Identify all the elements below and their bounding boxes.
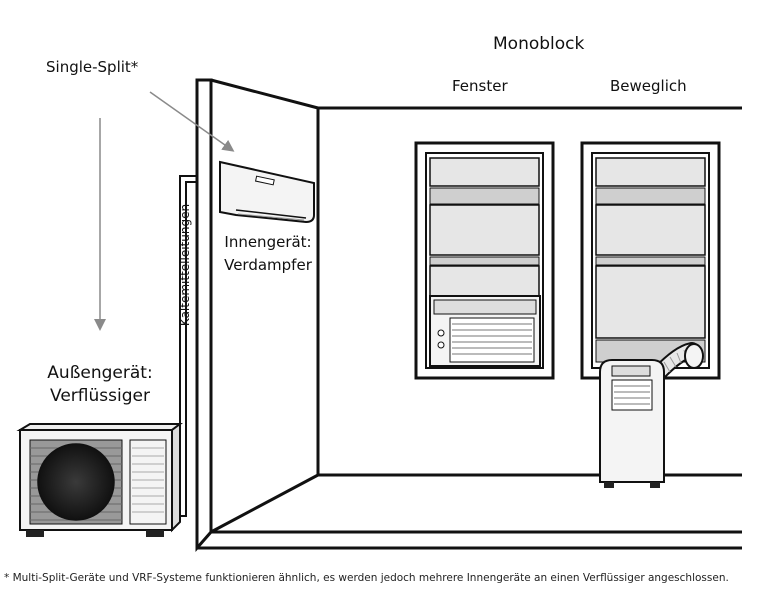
window-beweglich: [580, 141, 721, 380]
monoblock-label: Monoblock: [493, 34, 585, 54]
portable-ac-unit: [599, 342, 704, 488]
refrigerant-lines-label: Kältemittelleitungen: [178, 203, 193, 327]
fenster-label: Fenster: [452, 77, 508, 95]
annotation-arrows: [94, 91, 235, 331]
window-fenster: [414, 141, 555, 380]
window-ac-unit: [429, 295, 541, 367]
footnote: * Multi-Split-Geräte und VRF-Systeme fun…: [4, 572, 729, 584]
split-indoor-unit: [219, 160, 315, 224]
beweglich-label: Beweglich: [610, 77, 687, 95]
outdoor-unit-label-line1: Außengerät:: [47, 363, 153, 383]
outdoor-unit-label-line2: Verflüssiger: [50, 386, 150, 406]
single-split-label: Single-Split*: [46, 58, 139, 76]
outdoor-unit: [16, 422, 183, 537]
indoor-unit-label-line1: Innengerät:: [224, 233, 312, 251]
room-structure: [195, 78, 742, 552]
indoor-unit-label-line2: Verdampfer: [224, 256, 312, 274]
